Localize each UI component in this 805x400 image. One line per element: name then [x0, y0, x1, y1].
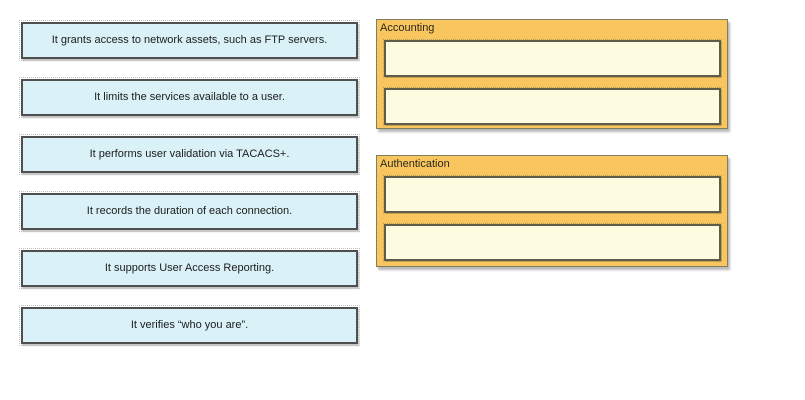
drop-group-accounting: Accounting — [376, 19, 728, 129]
drag-item-grants-access[interactable]: It grants access to network assets, such… — [19, 20, 360, 61]
drag-item-label: It records the duration of each connecti… — [86, 205, 293, 218]
drag-item-user-validation[interactable]: It performs user validation via TACACS+. — [19, 134, 360, 175]
drag-item-label: It grants access to network assets, such… — [51, 34, 328, 47]
drop-group-authentication: Authentication — [376, 155, 728, 267]
drag-item-label: It performs user validation via TACACS+. — [89, 148, 290, 161]
drag-item-user-access-reporting[interactable]: It supports User Access Reporting. — [19, 248, 360, 289]
drop-group-authentication-label: Authentication — [380, 158, 450, 170]
drop-group-accounting-label: Accounting — [380, 22, 435, 34]
drag-item-verifies-who-you-are[interactable]: It verifies “who you are”. — [19, 305, 360, 346]
drop-slot-accounting-1[interactable] — [382, 39, 722, 78]
drag-item-label: It supports User Access Reporting. — [104, 262, 275, 275]
drag-items-column: It grants access to network assets, such… — [19, 20, 360, 364]
drag-item-label: It limits the services available to a us… — [94, 91, 285, 104]
drag-item-records-duration[interactable]: It records the duration of each connecti… — [19, 191, 360, 232]
drag-item-label: It verifies “who you are”. — [130, 319, 249, 332]
drop-slot-authentication-2[interactable] — [382, 223, 722, 262]
drop-slot-accounting-2[interactable] — [382, 87, 722, 126]
drop-slot-authentication-1[interactable] — [382, 175, 722, 214]
drag-item-limits-services[interactable]: It limits the services available to a us… — [19, 77, 360, 118]
